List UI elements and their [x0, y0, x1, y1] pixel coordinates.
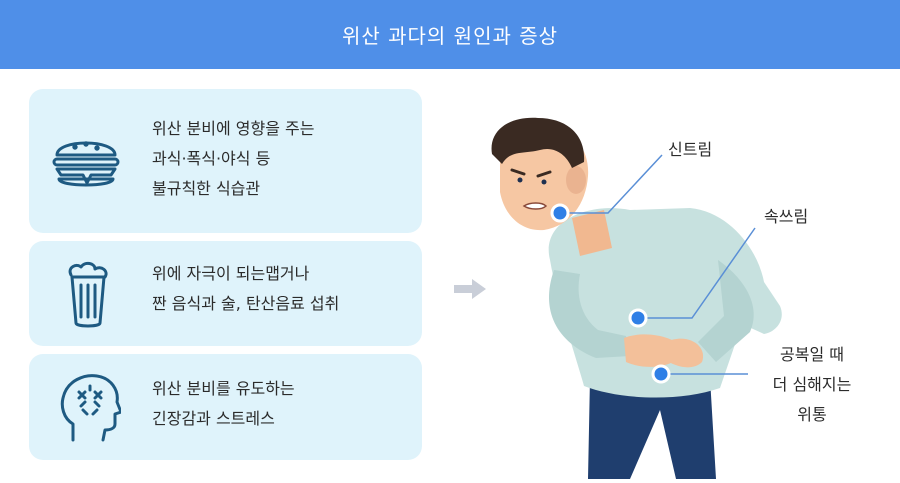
symptom-text: 속쓰림 — [764, 207, 809, 226]
cause-text-line: 위에 자극이 되는맵거나 — [152, 264, 310, 283]
symptom-label-stomachache: 공복일 때 더 심해지는 위통 — [752, 340, 872, 430]
callout-dot — [651, 364, 671, 384]
cause-text-line: 짠 음식과 술, 탄산음료 섭취 — [152, 294, 340, 313]
arrow-right-icon — [452, 277, 488, 305]
cause-card-eating-habits: 위산 분비에 영향을 주는 과식·폭식·야식 등 불규칙한 식습관 — [29, 89, 422, 233]
cause-text-line: 불규칙한 식습관 — [152, 179, 261, 198]
cause-text-line: 위산 분비에 영향을 주는 — [152, 119, 315, 138]
callout-dot — [628, 308, 648, 328]
cause-text-line: 과식·폭식·야식 등 — [152, 149, 271, 168]
page-title: 위산 과다의 원인과 증상 — [341, 24, 559, 48]
callout-dot — [550, 203, 570, 223]
cause-text-line: 긴장감과 스트레스 — [152, 409, 275, 428]
burger-icon — [51, 133, 121, 195]
cause-card-stress: 위산 분비를 유도하는 긴장감과 스트레스 — [29, 354, 422, 460]
symptom-label-heartburn: 속쓰림 — [764, 202, 808, 232]
symptom-text: 신트림 — [668, 140, 713, 159]
header-banner: 위산 과다의 원인과 증상 — [0, 0, 900, 69]
symptom-label-belching: 신트림 — [668, 135, 712, 165]
stressed-head-icon — [59, 372, 123, 448]
man-holding-stomach-illustration — [480, 110, 800, 483]
cause-text-line: 위산 분비를 유도하는 — [152, 379, 295, 398]
beer-icon — [63, 261, 113, 335]
symptom-text-line: 공복일 때 — [780, 345, 844, 364]
cause-card-irritating-food: 위에 자극이 되는맵거나 짠 음식과 술, 탄산음료 섭취 — [29, 241, 422, 346]
symptom-text-line: 위통 — [797, 405, 827, 424]
symptom-text-line: 더 심해지는 — [772, 375, 852, 394]
